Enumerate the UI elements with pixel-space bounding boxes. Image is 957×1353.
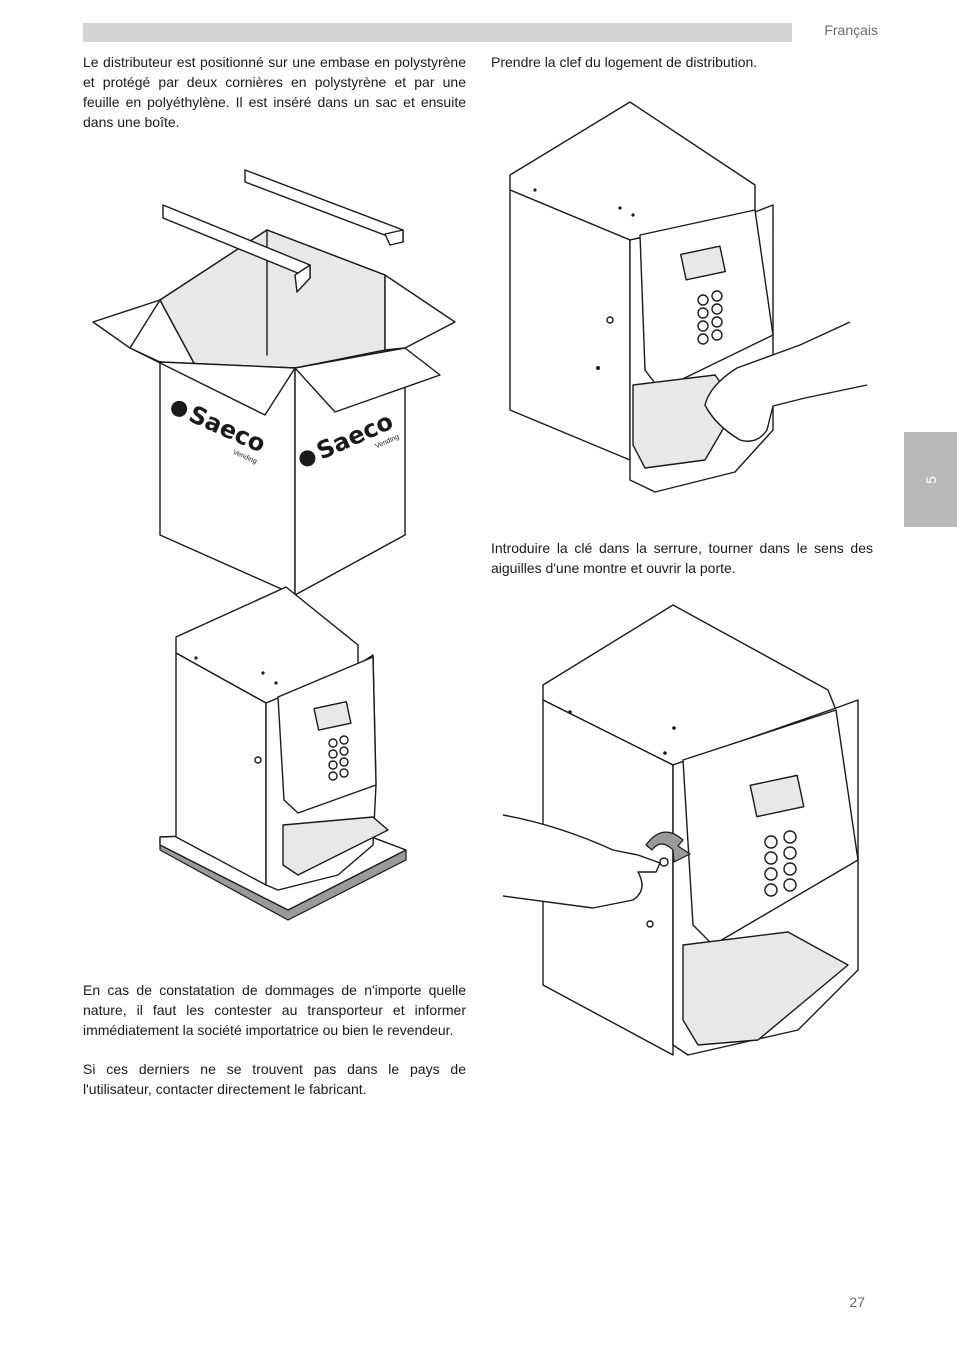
hand [704, 321, 868, 442]
intro-paragraph: Le distributeur est positionné sur une e… [83, 54, 466, 130]
machine-display [313, 701, 352, 731]
page-number: 27 [849, 1294, 865, 1310]
packaging-box-illustration: Saeco Vending Saeco Vending [92, 169, 456, 596]
box-flap-side-left [92, 299, 161, 349]
lock-hole [254, 756, 262, 764]
damage-paragraph: En cas de constatation de dommages de n'… [83, 982, 466, 1038]
drip-tray [282, 816, 389, 876]
clockwise-arrow [645, 831, 691, 863]
chapter-tab: 5 [904, 432, 957, 527]
box-flap-front-right [294, 347, 441, 413]
header-bar [83, 23, 792, 42]
box-flap-front-left [129, 347, 296, 416]
dispensing-area [682, 931, 849, 1046]
take-key-instruction: Prendre la clef du logement de distribut… [491, 54, 758, 70]
machine-button-grid [697, 290, 723, 345]
machine-display [680, 245, 726, 281]
manufacturer-paragraph: Si ces derniers ne se trouvent pas dans … [83, 1061, 466, 1097]
machine-button-grid [764, 830, 797, 897]
machine-front-panel [277, 656, 377, 814]
language-label: Français [824, 22, 878, 38]
machine-front-panel [682, 709, 859, 946]
insert-key-instruction: Introduire la clé dans la serrure, tourn… [491, 540, 873, 576]
hand-with-key [502, 814, 661, 909]
machine-display [749, 774, 805, 818]
machine-on-base-illustration [159, 586, 407, 921]
machine-button-grid [328, 735, 349, 781]
take-key-illustration [509, 101, 868, 493]
chapter-number: 5 [922, 475, 939, 484]
box-flap-side-right [384, 274, 456, 351]
insert-key-illustration [502, 604, 859, 1056]
lock [659, 857, 669, 867]
